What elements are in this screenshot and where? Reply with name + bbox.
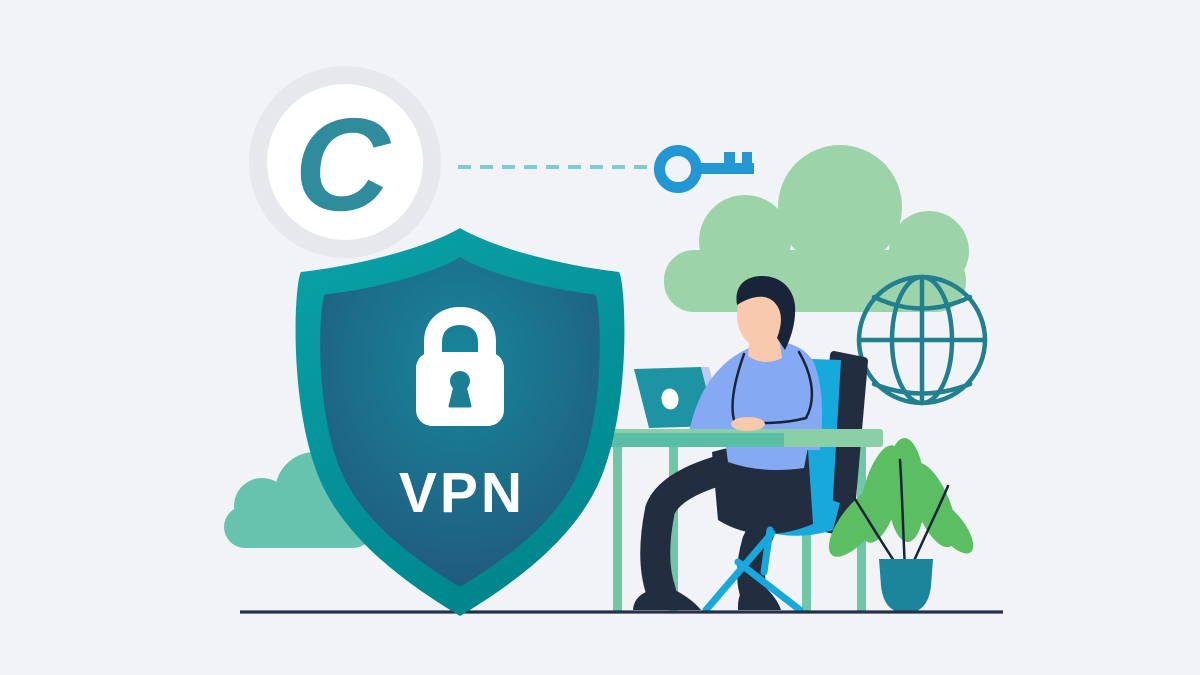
hair (736, 275, 796, 350)
arm-seam-front (731, 352, 746, 422)
shoe-near (737, 583, 781, 610)
shield-label: VPN (399, 461, 525, 525)
hand (731, 417, 765, 431)
arm-seam-back (797, 350, 814, 420)
padlock-icon (416, 306, 504, 426)
lock-shackle (424, 306, 496, 356)
leg-near (737, 454, 786, 604)
logo-circle (267, 84, 423, 240)
shield-icon: VPN (295, 228, 625, 616)
person-torso (688, 341, 823, 470)
logo-letter: C (294, 91, 391, 238)
person-head (736, 275, 796, 363)
key-icon (654, 145, 754, 193)
laptop-logo (661, 388, 679, 410)
plant-leaves (828, 438, 974, 557)
sweater-below-desk (726, 447, 808, 470)
potted-plant (828, 438, 974, 613)
keyhole-stem (448, 384, 472, 408)
sweater (688, 341, 823, 450)
chair-base (702, 526, 804, 614)
shoe-far (633, 588, 701, 610)
person-legs (633, 444, 813, 610)
brand-c-logo-badge: C (249, 66, 441, 258)
plant-pot (879, 559, 933, 613)
desk-top (594, 429, 883, 447)
globe-wireframe-icon (856, 274, 988, 406)
leg-far (640, 447, 770, 606)
